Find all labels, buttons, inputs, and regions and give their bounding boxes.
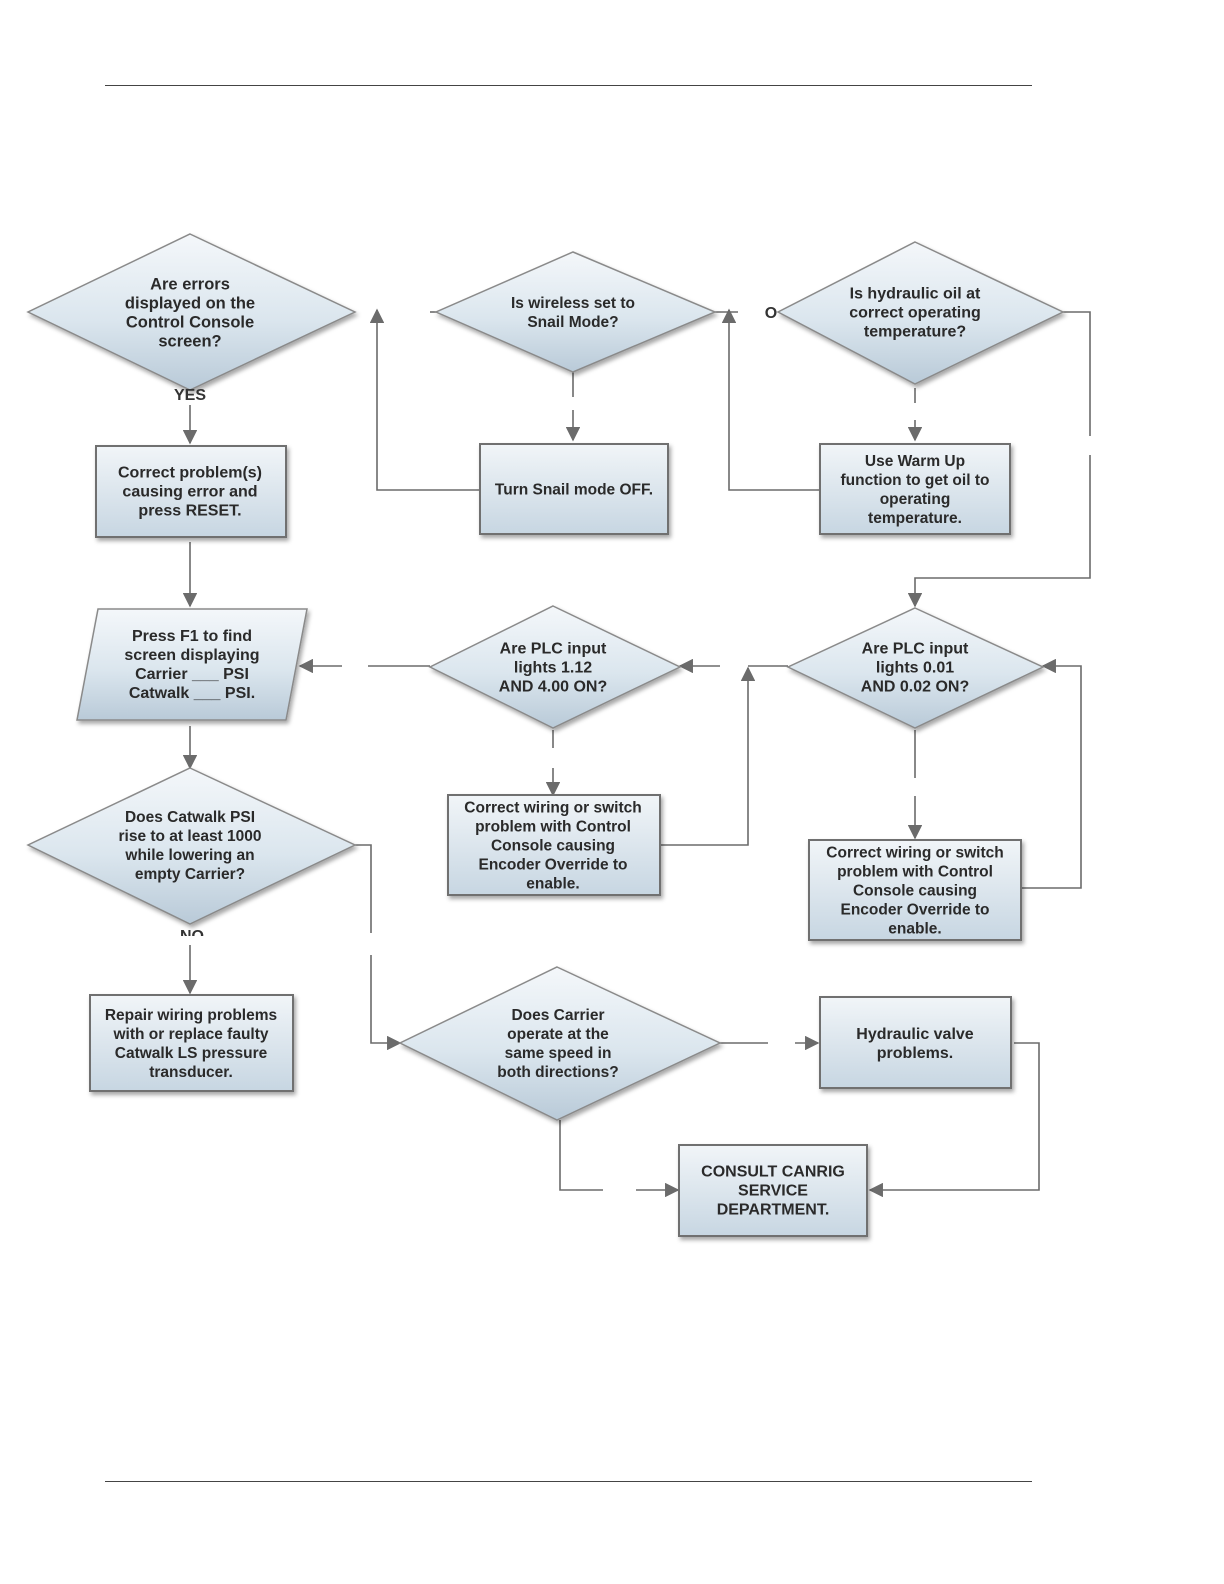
footer-rule xyxy=(105,1481,1032,1482)
edge-valve-to-consult xyxy=(868,1042,1040,1198)
edge-snailoff-to-errors xyxy=(369,308,480,491)
node-label-a-snail-off: Turn Snail mode OFF. xyxy=(495,481,653,498)
edge-oil-to-plc001 xyxy=(915,311,1091,606)
edge-catwalk-to-carrier xyxy=(355,844,400,1043)
connectors xyxy=(182,308,1091,1198)
header-rule xyxy=(105,85,1032,86)
edge-label-o: O xyxy=(765,305,777,322)
edge-warmup-to-snail xyxy=(721,308,820,491)
svg-text:NO: NO xyxy=(180,928,204,945)
edge-label-partial: NO xyxy=(180,928,204,945)
edge-wiring1-to-plc001 xyxy=(660,666,756,846)
edge-label-yes: YES xyxy=(174,387,206,404)
edge-wiring2-to-plc001 xyxy=(1022,658,1082,889)
node-a-snail-off: Turn Snail mode OFF. xyxy=(479,443,669,535)
edge-carrier-to-consult xyxy=(559,1120,678,1190)
